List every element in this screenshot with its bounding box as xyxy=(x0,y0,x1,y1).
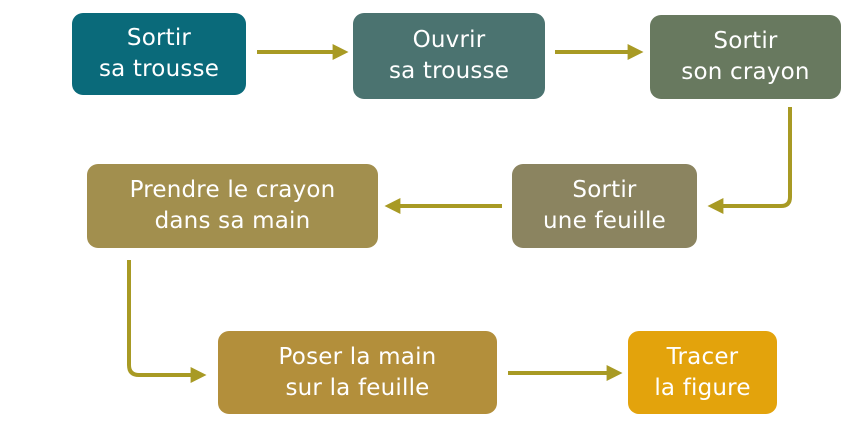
step-sortir-crayon: Sortir son crayon xyxy=(650,15,841,99)
step-label-line-1: Sortir xyxy=(126,25,192,51)
step-label-line-1: Ouvrir xyxy=(412,27,486,53)
step-label-line-1: Sortir xyxy=(713,28,778,54)
step-label-line-2: sa trousse xyxy=(388,58,510,84)
arrow-3-to-4 xyxy=(707,107,792,214)
step-tracer-figure: Tracer la figure xyxy=(628,331,777,414)
step-label-line-2: son crayon xyxy=(681,59,810,85)
step-sortir-feuille: Sortir une feuille xyxy=(512,164,697,248)
step-ouvrir-trousse: Ouvrir sa trousse xyxy=(353,13,545,99)
step-label-line-2: une feuille xyxy=(543,208,666,234)
step-label-line-2: la figure xyxy=(654,374,751,401)
step-label-line-2: dans sa main xyxy=(154,208,311,234)
step-sortir-trousse: Sortir sa trousse xyxy=(72,13,246,95)
arrow-5-to-6 xyxy=(127,260,207,383)
step-label-line-1: Sortir xyxy=(572,177,637,203)
step-label-line-1: Poser la main xyxy=(278,343,437,370)
step-label-line-1: Prendre le crayon xyxy=(129,177,336,203)
step-poser-main: Poser la main sur la feuille xyxy=(218,331,497,414)
step-label-line-1: Tracer xyxy=(666,343,739,370)
step-label-line-2: sa trousse xyxy=(98,56,220,82)
step-prendre-crayon: Prendre le crayon dans sa main xyxy=(87,164,378,248)
step-label-line-2: sur la feuille xyxy=(285,374,430,401)
